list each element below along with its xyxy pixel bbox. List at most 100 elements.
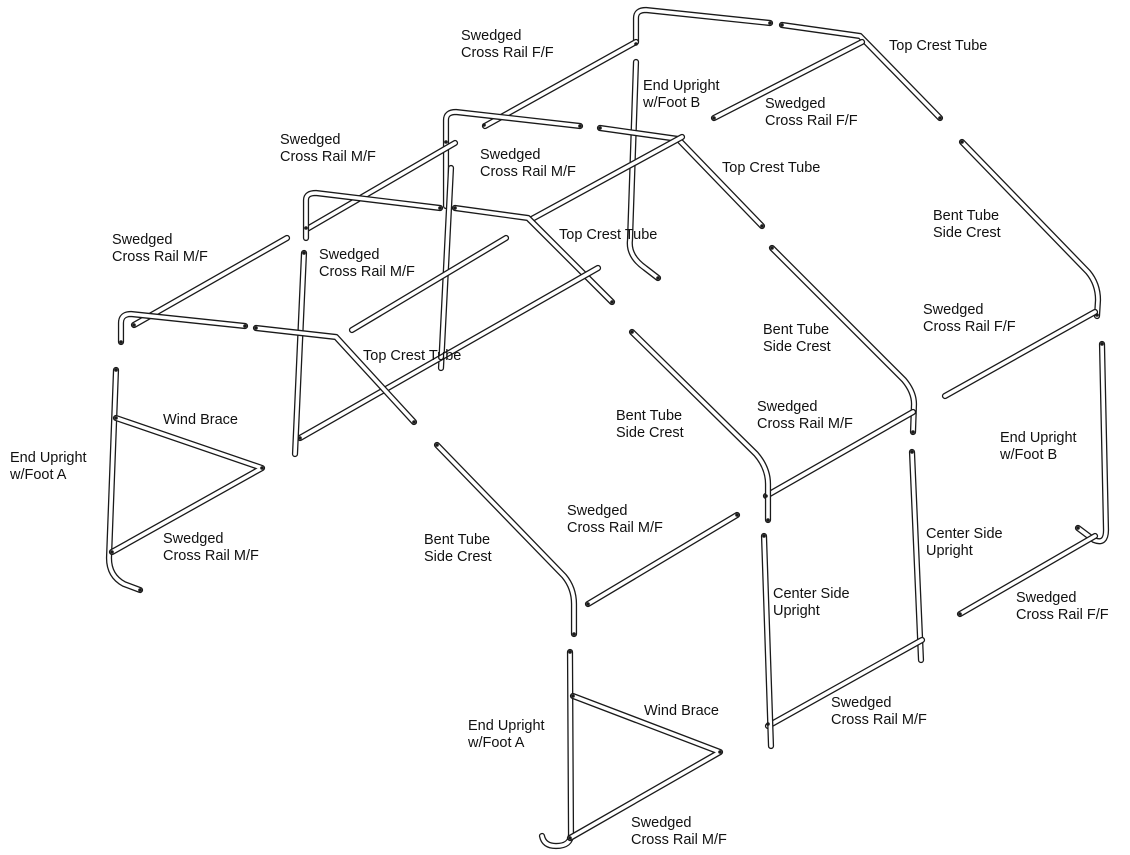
tube-joint-16 <box>770 246 774 250</box>
bent-tube-side-crest-2-tube <box>768 244 918 436</box>
end-upright-foot-a-left-tube <box>105 366 144 594</box>
tube-joint-39 <box>435 443 439 447</box>
swedged-cross-rail-mf-1-tube <box>303 139 459 233</box>
center-side-upright-right-tube <box>908 448 925 664</box>
top-crest-tube-3-right-tube <box>596 124 766 230</box>
swedged-cross-rail-ff-top-mid-tube <box>710 38 866 122</box>
tube-joint-8 <box>1100 342 1104 346</box>
top-crest-tube-back-left-tube <box>632 6 774 46</box>
tube-joint-2 <box>780 23 784 27</box>
tube-joint-32 <box>254 326 258 330</box>
swedged-cross-rail-mf-3-tube <box>130 234 291 329</box>
top-crest-tube-back-right-tube <box>778 21 944 122</box>
label-top-crest-tube-4: Top Crest Tube <box>363 348 462 364</box>
tube-joint-31 <box>243 324 247 328</box>
tube-joint-3 <box>482 123 486 127</box>
tube-joint-40 <box>572 632 576 636</box>
tube-joint-18 <box>910 450 914 454</box>
swedged-cross-rail-mf-4b-tube <box>296 264 602 442</box>
tube-joint-45 <box>718 750 722 754</box>
label-top-crest-tube-3: Top Crest Tube <box>559 227 658 243</box>
end-upright-foot-a-bottom-tube <box>538 648 575 850</box>
tube-joint-35 <box>114 416 118 420</box>
tube-joint-36 <box>260 466 264 470</box>
tube-joint-5 <box>938 116 942 120</box>
swedged-cross-rail-ff-bottom-tube <box>956 532 1099 618</box>
tube-joint-4 <box>712 116 716 120</box>
tube-joint-29 <box>766 518 770 522</box>
tube-joint-14 <box>304 226 308 230</box>
swedged-cross-rail-mf-2-tube <box>526 133 686 224</box>
tube-joint-19 <box>764 494 768 498</box>
tube-joint-11 <box>444 140 448 144</box>
tube-joint-10 <box>958 612 962 616</box>
bent-tube-side-crest-3-tube <box>628 328 772 524</box>
swedged-cross-rail-ff-top-left-tube <box>481 38 640 130</box>
label-top-crest-tube-2: Top Crest Tube <box>722 160 821 176</box>
end-upright-2-tube <box>291 249 308 458</box>
tube-joint-7 <box>1095 313 1099 317</box>
swedged-cross-rail-mf-5-tube <box>762 408 917 500</box>
swedged-cross-rail-mf-4a-tube <box>348 234 510 334</box>
label-wind-brace-left: Wind Brace <box>163 412 238 428</box>
label-wind-brace-bottom: Wind Brace <box>644 703 719 719</box>
tube-joint-22 <box>438 206 442 210</box>
tube-joint-44 <box>571 694 575 698</box>
tube-joint-24 <box>610 300 614 304</box>
center-side-upright-left-tube <box>760 532 775 750</box>
tube-joint-21 <box>762 534 766 538</box>
tube-joint-46 <box>568 836 572 840</box>
tube-joint-1 <box>768 21 772 25</box>
tube-joint-34 <box>114 368 118 372</box>
tube-joint-26 <box>298 436 302 440</box>
tube-joint-42 <box>735 513 739 517</box>
tube-joint-47 <box>656 276 660 280</box>
end-upright-foot-b-right-tube <box>1074 340 1110 545</box>
top-crest-tube-4-left-tube <box>117 310 249 346</box>
tube-joint-20 <box>766 722 770 726</box>
bent-tube-side-crest-4-tube <box>433 441 578 638</box>
top-crest-tube-3-left-tube <box>442 108 584 210</box>
tube-joint-41 <box>586 602 590 606</box>
tube-joint-43 <box>568 650 572 654</box>
swedged-cross-rail-mf-8-tube <box>764 636 926 730</box>
end-upright-foot-b-top-tube <box>626 58 662 282</box>
tube-joint-13 <box>598 126 602 130</box>
tube-joint-12 <box>578 124 582 128</box>
center-upright-back-tube <box>437 164 455 372</box>
tube-joint-15 <box>760 224 764 228</box>
tube-joint-33 <box>412 420 416 424</box>
tube-joint-17 <box>911 430 915 434</box>
label-top-crest-tube-1: Top Crest Tube <box>889 38 988 54</box>
tube-joint-38 <box>138 588 142 592</box>
tube-joint-9 <box>1076 526 1080 530</box>
tube-joint-27 <box>302 251 306 255</box>
tube-joint-28 <box>630 330 634 334</box>
tube-joint-0 <box>634 42 638 46</box>
bent-tube-side-crest-right-back-tube <box>958 138 1102 320</box>
swedged-cross-rail-mf-6-tube <box>584 511 741 608</box>
tube-joint-30 <box>119 340 123 344</box>
